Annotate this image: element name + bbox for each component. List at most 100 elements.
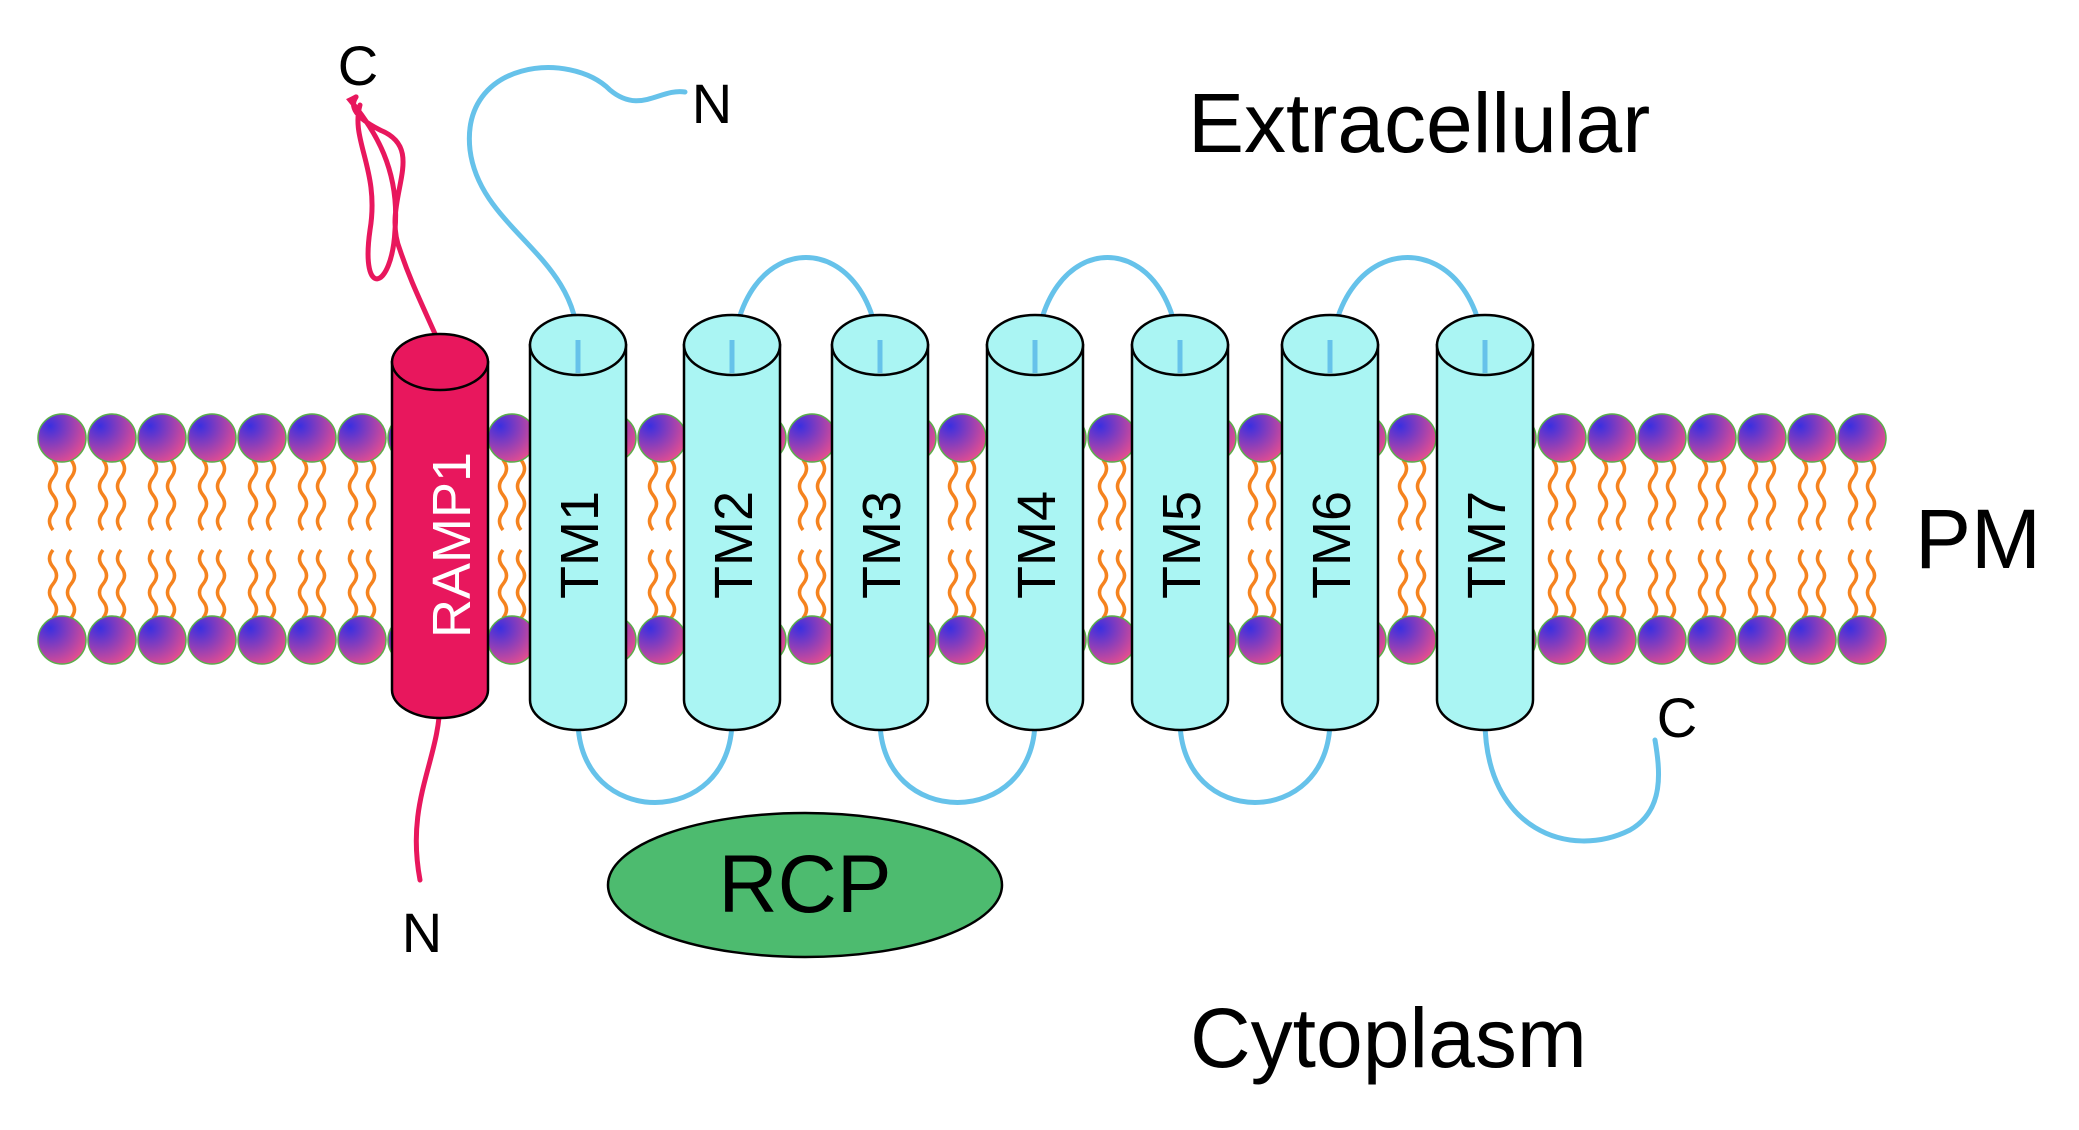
lipid-tail (1865, 548, 1877, 620)
helix-cylinder (1435, 343, 1535, 732)
ramp1-protein: RAMP1 (390, 332, 490, 720)
extracellular-label: Extracellular (1188, 76, 1650, 170)
lipid-tail (1715, 458, 1727, 532)
lipid-tail (1397, 458, 1409, 532)
lipid-head (337, 413, 387, 463)
lipid-tail (97, 458, 109, 532)
lipid-head (937, 413, 987, 463)
helix-label: TM1 (550, 491, 610, 599)
lipid-tail (1547, 458, 1559, 532)
helix-cylinder (1280, 343, 1380, 732)
lipid-tail (215, 548, 227, 620)
lipid-tail (1097, 458, 1109, 532)
lipid-tail (265, 458, 277, 532)
lipid-tail (665, 458, 677, 532)
lipid-tail (797, 548, 809, 620)
lipid-tail (1115, 458, 1127, 532)
lipid-tail (1815, 458, 1827, 532)
lipid-tail (797, 458, 809, 532)
lipid-tail (115, 458, 127, 532)
lipid-tail (1665, 458, 1677, 532)
lipid-head (787, 413, 837, 463)
lipid-tail (1847, 548, 1859, 620)
lipid-tail (1415, 548, 1427, 620)
lipid-head (1587, 615, 1637, 665)
ramp1-n-terminus-chain (413, 697, 443, 883)
lipid-tail (1865, 458, 1877, 532)
lipid-tail (247, 458, 259, 532)
ramp1-label: RAMP1 (422, 452, 482, 638)
lipid-tail (1247, 548, 1259, 620)
receptor-n-terminus-chain (466, 65, 688, 348)
cytoplasm-label: Cytoplasm (1190, 991, 1587, 1085)
helix-cylinder (985, 343, 1085, 732)
lipid-tail (647, 458, 659, 532)
helix-cylinder (682, 343, 782, 732)
lipid-tail (165, 458, 177, 532)
lipid-tail (1265, 548, 1277, 620)
lipid-tail (515, 458, 527, 532)
helix-label: TM2 (704, 491, 764, 599)
helix-tm7: TM7 (1435, 313, 1535, 732)
lipid-tail (1597, 548, 1609, 620)
helix-tm1: TM1 (528, 313, 628, 732)
lipid-head (1537, 615, 1587, 665)
lipid-tail (815, 548, 827, 620)
lipid-tail (1815, 548, 1827, 620)
lipid-tail (1097, 548, 1109, 620)
receptor-c-terminus-label: C (1657, 686, 1697, 749)
lipid-head (1687, 615, 1737, 665)
lipid-head (1787, 615, 1837, 665)
lipid-tail (1115, 548, 1127, 620)
lipid-tail (497, 548, 509, 620)
lipid-tail (297, 458, 309, 532)
lipid-tail (665, 548, 677, 620)
lipid-head (1837, 615, 1887, 665)
lipid-tail (1747, 548, 1759, 620)
ramp1-c-terminus-chain (346, 94, 443, 348)
lipid-tail (1715, 548, 1727, 620)
helix-cylinder (528, 343, 628, 732)
lipid-head (137, 615, 187, 665)
helix-tm4: TM4 (985, 313, 1085, 732)
lipid-head (1087, 413, 1137, 463)
ramp1-cylinder (390, 360, 490, 720)
lipid-head (1087, 615, 1137, 665)
lipid-tail (1597, 458, 1609, 532)
lipid-tail (1265, 458, 1277, 532)
lipid-tail (265, 548, 277, 620)
lipid-head (1387, 615, 1437, 665)
lipid-tail (315, 458, 327, 532)
helix-cylinder (830, 343, 930, 732)
lipid-tail (815, 458, 827, 532)
lipid-head (1237, 615, 1287, 665)
lipid-tail (365, 548, 377, 620)
lipid-tail (1565, 458, 1577, 532)
helix-tm6: TM6 (1280, 313, 1380, 732)
lipid-tail (47, 458, 59, 532)
helix-tm3: TM3 (830, 313, 930, 732)
lipid-tail (115, 548, 127, 620)
lipid-tail (947, 458, 959, 532)
intracellular-loop-3 (1177, 717, 1333, 805)
helix-label: TM3 (852, 491, 912, 599)
lipid-tail (1765, 458, 1777, 532)
lipid-head (1637, 615, 1687, 665)
lipid-tail (365, 458, 377, 532)
lipid-head (37, 615, 87, 665)
lipid-head (1687, 413, 1737, 463)
helix-tm2: TM2 (682, 313, 782, 732)
plasma-membrane-label: PM (1915, 492, 2041, 586)
lipid-tail (97, 548, 109, 620)
lipid-tail (1565, 548, 1577, 620)
lipid-tail (1697, 548, 1709, 620)
lipid-head (1387, 413, 1437, 463)
lipid-tail (197, 548, 209, 620)
lipid-tail (215, 458, 227, 532)
ramp1-c-terminus-label: C (338, 34, 378, 97)
lipid-tail (297, 548, 309, 620)
helix-cylinder (1130, 343, 1230, 732)
lipid-tail (965, 458, 977, 532)
lipid-head (137, 413, 187, 463)
